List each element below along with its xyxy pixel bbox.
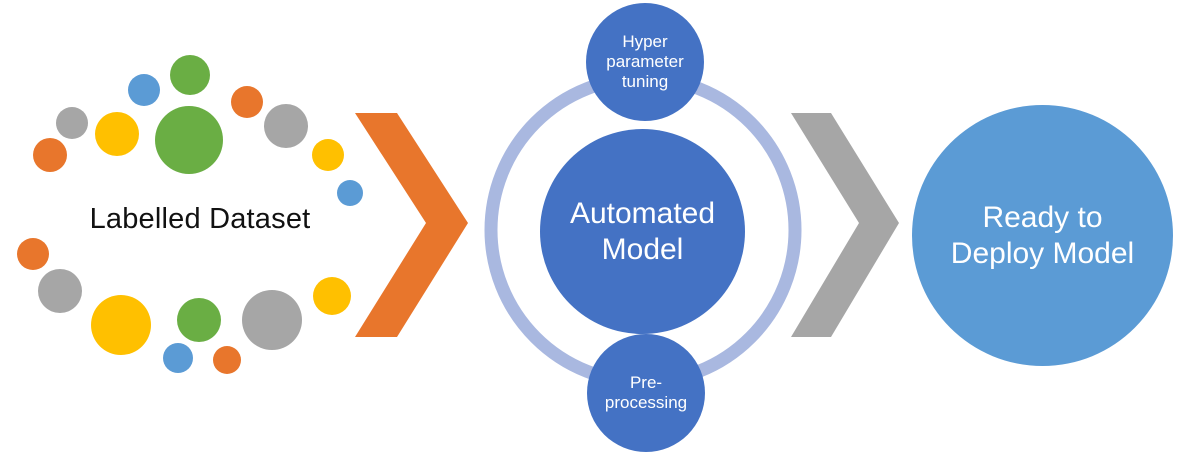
preprocessing-label-line1: Pre- xyxy=(629,372,663,392)
dataset-dot xyxy=(337,180,363,206)
dataset-dot xyxy=(17,238,49,270)
preprocessing-label-line2: processing xyxy=(604,393,688,412)
dataset-dot xyxy=(155,106,223,174)
dataset-dot xyxy=(91,295,151,355)
dataset-dot xyxy=(264,104,308,148)
dataset-dot xyxy=(313,277,351,315)
labelled-dataset-label: Labelled Dataset xyxy=(89,203,311,235)
ready-to-deploy-model-circle[interactable]: Ready to Deploy Model xyxy=(912,105,1173,366)
preprocessing-circle[interactable]: Pre- processing xyxy=(587,334,705,452)
hyperparameter-label-line2: parameter xyxy=(606,51,684,71)
automated-model-circle[interactable]: Automated Model xyxy=(540,129,745,334)
dataset-dot xyxy=(312,139,344,171)
dataset-dot xyxy=(38,269,82,313)
dataset-dot xyxy=(242,290,302,350)
deploy-label-line1: Ready to xyxy=(982,201,1103,235)
dataset-dot xyxy=(170,55,210,95)
dataset-dot xyxy=(231,86,263,118)
automated-model-label-line2: Model xyxy=(601,232,684,266)
chevron-arrow-gray xyxy=(791,113,899,337)
chevron-arrow-orange xyxy=(355,113,468,337)
hyperparameter-label-line1: Hyper xyxy=(622,31,668,51)
hyperparameter-label-line3: tuning xyxy=(621,72,669,92)
dataset-dot xyxy=(33,138,67,172)
dataset-dot xyxy=(128,74,160,106)
automated-model-label-line1: Automated xyxy=(569,197,716,231)
dataset-dot xyxy=(95,112,139,156)
dataset-dot xyxy=(56,107,88,139)
dataset-dot xyxy=(213,346,241,374)
deploy-label-line2: Deploy Model xyxy=(950,236,1135,270)
hyperparameter-tuning-circle[interactable]: Hyper parameter tuning xyxy=(586,3,704,121)
dataset-dot xyxy=(177,298,221,342)
dataset-dot xyxy=(163,343,193,373)
